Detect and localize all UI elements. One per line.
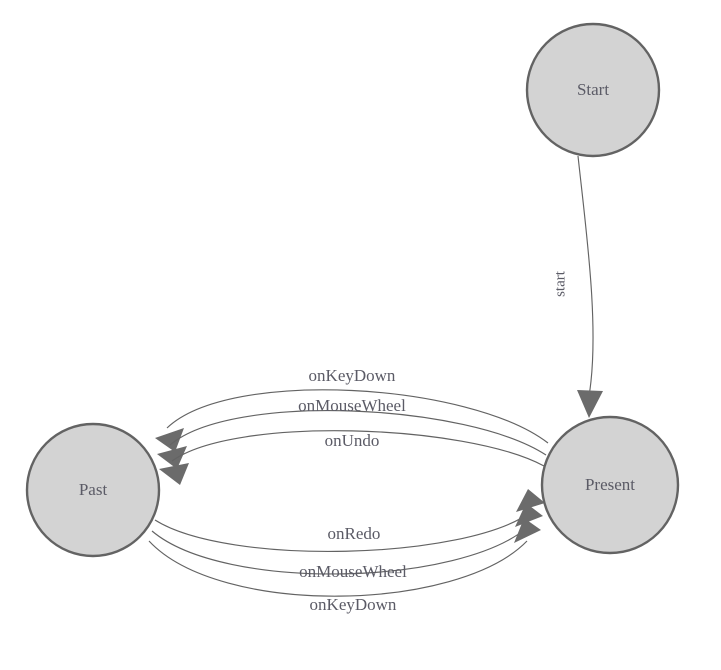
arrowhead-start-present xyxy=(577,390,603,418)
edge-present-to-past-onundo: onUndo xyxy=(159,430,545,485)
arrowhead-past-present-3 xyxy=(514,518,541,543)
edge-path-past-present-1 xyxy=(154,511,532,552)
edge-label-past-present-onkeydown: onKeyDown xyxy=(310,595,397,614)
edge-path-past-present-2 xyxy=(151,525,530,575)
arrowhead-present-past-3 xyxy=(159,463,189,485)
edge-present-to-past-onkeydown: onKeyDown xyxy=(155,366,549,452)
node-past-circle[interactable] xyxy=(25,422,161,558)
edge-past-to-present-onmousewheel: onMouseWheel xyxy=(151,503,543,581)
node-start-circle[interactable] xyxy=(525,22,661,158)
node-start-label: Start xyxy=(577,80,609,99)
edge-path-present-past-1 xyxy=(166,389,549,444)
edge-present-to-past-onmousewheel: onMouseWheel xyxy=(157,396,547,469)
edge-path-present-past-3 xyxy=(171,430,545,467)
edge-label-present-past-onundo: onUndo xyxy=(325,431,380,450)
edge-path-start-present xyxy=(577,155,594,397)
edge-label-present-past-onkeydown: onKeyDown xyxy=(309,366,396,385)
arrowhead-present-past-1 xyxy=(155,428,184,452)
edge-path-past-present-3 xyxy=(148,540,528,597)
edge-path-present-past-2 xyxy=(169,410,547,456)
edge-past-to-present-onkeydown: onKeyDown xyxy=(148,518,541,614)
edge-label-past-present-onmousewheel: onMouseWheel xyxy=(299,562,407,581)
edge-start-to-present: start xyxy=(552,155,603,418)
edge-past-to-present-onredo: onRedo xyxy=(154,489,545,552)
edge-label-start: start xyxy=(552,270,568,297)
edge-label-present-past-onmousewheel: onMouseWheel xyxy=(298,396,406,415)
node-present[interactable]: Present xyxy=(540,415,680,555)
node-past[interactable]: Past xyxy=(25,422,161,558)
edge-label-past-present-onredo: onRedo xyxy=(328,524,381,543)
node-past-label: Past xyxy=(79,480,108,499)
arrowhead-past-present-2 xyxy=(515,503,543,527)
node-present-label: Present xyxy=(585,475,635,494)
node-present-circle[interactable] xyxy=(540,415,680,555)
arrowhead-past-present-1 xyxy=(516,489,545,512)
node-start[interactable]: Start xyxy=(525,22,661,158)
arrowhead-present-past-2 xyxy=(157,446,187,469)
